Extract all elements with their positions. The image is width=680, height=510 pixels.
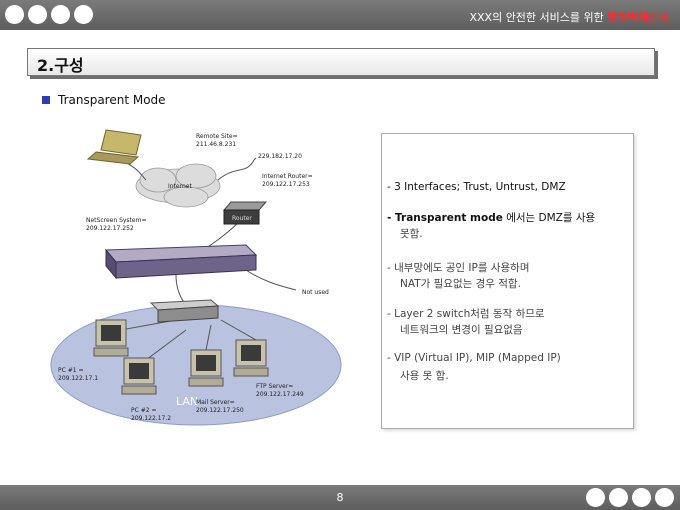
bottom-bar: 8	[0, 485, 680, 510]
circle-icon	[5, 5, 24, 24]
router-ip-label: 209.122.17.253	[262, 181, 310, 188]
info-transparent-rest: 에서는 DMZ를 사용	[502, 212, 596, 224]
mail-server-label: Mail Server=	[196, 399, 235, 406]
decorative-dots	[5, 5, 93, 24]
pc2-label: PC #2 =	[131, 407, 157, 414]
ftp-ip-label: 209.122.17.249	[256, 391, 304, 398]
circle-icon	[632, 488, 651, 507]
decorative-dots	[586, 488, 674, 507]
page-title: 2.구성	[37, 56, 84, 75]
hub-icon	[149, 299, 220, 323]
info-line-transparent: - Transparent mode 에서는 DMZ를 사용	[387, 210, 595, 225]
subtitle: Transparent Mode	[58, 93, 166, 107]
info-line-interfaces: - 3 Interfaces; Trust, Untrust, DMZ	[387, 181, 566, 193]
cable-mail	[205, 324, 212, 351]
info-transparent-bold: - Transparent mode	[387, 212, 503, 224]
lan-label: LAN	[176, 395, 198, 408]
router-icon: Router	[222, 201, 268, 225]
pc1-label: PC #1 =	[58, 367, 84, 374]
header-text: XXX의 안전한 서비스를 위한	[469, 11, 604, 24]
info-line-transparent-2: 못함.	[400, 228, 423, 240]
info-box: - 3 Interfaces; Trust, Untrust, DMZ - Tr…	[381, 133, 634, 429]
internet-cloud	[135, 163, 221, 208]
router-label: Router	[232, 215, 252, 222]
internet-label: Internet	[168, 183, 192, 190]
ftp-server-label: FTP Server=	[256, 383, 293, 390]
circle-icon	[74, 5, 93, 24]
header-accent: 방화벽제안서	[607, 11, 668, 24]
info-line-layer2: - Layer 2 switch처럼 동작 하므로	[387, 308, 545, 320]
pc1-ip-label: 209.122.17.1	[58, 375, 98, 382]
mail-ip-label: 209.122.17.250	[196, 407, 244, 414]
info-line-public-ip-2: NAT가 필요없는 경우 적합.	[400, 278, 521, 290]
pc2-ip-label: 209.122.17.2	[131, 415, 171, 422]
circle-icon	[586, 488, 605, 507]
info-line-public-ip: - 내부망에도 공인 IP를 사용하며	[387, 262, 530, 274]
pc2-icon	[121, 357, 157, 395]
cable-pc2	[145, 329, 187, 361]
internet-router-label: Internet Router=	[262, 173, 313, 180]
circle-icon	[28, 5, 47, 24]
square-bullet-icon	[42, 96, 50, 104]
netscreen-label: NetScreen System=	[86, 217, 146, 224]
circle-icon	[51, 5, 70, 24]
not-used-label: Not used	[302, 289, 329, 296]
remote-ip-label: 211.46.8.231	[196, 141, 236, 148]
top-bar: XXX의 안전한 서비스를 위한 방화벽제안서	[0, 0, 680, 30]
title-box: 2.구성	[27, 48, 655, 76]
header-caption: XXX의 안전한 서비스를 위한 방화벽제안서	[469, 9, 668, 25]
info-line-vip: - VIP (Virtual IP), MIP (Mapped IP)	[387, 352, 561, 364]
laptop-icon	[86, 129, 142, 165]
cable-internet-router	[217, 159, 255, 181]
info-line-vip-2: 사용 못 함.	[400, 370, 449, 382]
cable-ftp	[220, 319, 257, 341]
remote-site-label: Remote Site=	[196, 133, 238, 140]
netscreen-ip-label: 209.122.17.252	[86, 225, 134, 232]
page-number: 8	[336, 491, 344, 504]
pc1-icon	[93, 319, 129, 357]
cable-not-used	[245, 269, 297, 291]
netscreen-appliance-icon	[104, 244, 258, 280]
ftp-server-icon	[233, 339, 269, 377]
mail-server-icon	[188, 349, 224, 387]
cable-router-top	[253, 157, 257, 161]
router-top-ip-label: 229.182.17.20	[258, 153, 302, 160]
circle-icon	[655, 488, 674, 507]
circle-icon	[609, 488, 628, 507]
info-line-layer2-2: 네트워크의 변경이 필요없음	[400, 324, 523, 336]
network-diagram: Router Remote Site= 211.46.8.231 229.182…	[50, 129, 342, 426]
